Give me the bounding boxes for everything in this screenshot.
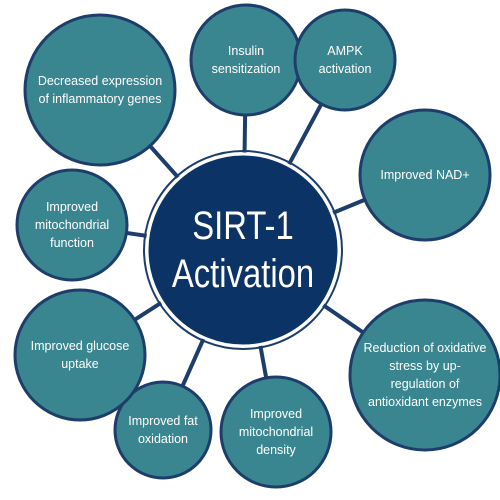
nodes <box>13 3 500 489</box>
node-circle-mito-density <box>219 375 333 489</box>
node-circle-ampk <box>293 8 397 112</box>
center-label-line1: SIRT-1 <box>192 204 294 248</box>
center-label-line2: Activation <box>171 252 315 296</box>
node-circle-fat <box>113 380 213 480</box>
node-circle-oxidative <box>348 298 500 452</box>
node-circle-inflammatory <box>23 13 177 167</box>
center-node-group <box>143 150 343 350</box>
center-node-circle <box>145 152 341 348</box>
node-circle-nad <box>358 108 492 242</box>
center-node-ring <box>143 150 343 350</box>
node-circle-insulin <box>189 3 303 117</box>
node-circle-mito-function <box>15 168 129 282</box>
node-circle-glucose <box>13 288 147 422</box>
